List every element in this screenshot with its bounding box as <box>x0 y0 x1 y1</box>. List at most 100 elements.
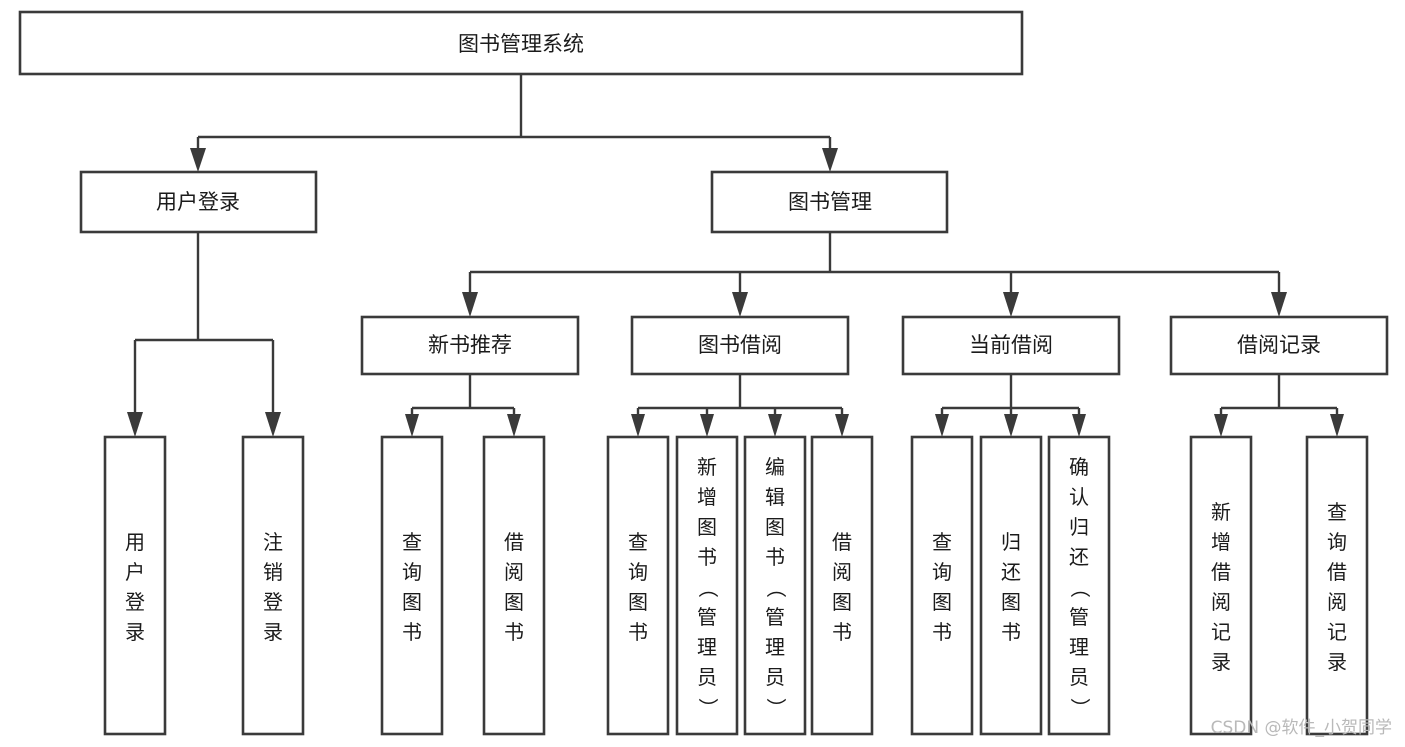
node-leaf-query-book-2[interactable] <box>606 435 670 736</box>
node-current-borrow[interactable]: 当前借阅 <box>901 315 1121 376</box>
arrow-head-icon <box>1003 292 1019 317</box>
vertical-char: 增 <box>1211 530 1231 554</box>
vertical-char: 记 <box>1211 620 1231 644</box>
vertical-char: 认 <box>1069 485 1089 509</box>
arrow-head-icon <box>1330 414 1344 437</box>
vertical-char: 员 <box>697 665 717 689</box>
node-leaf-return-book[interactable] <box>979 435 1043 736</box>
node-leaf-edit-book-box[interactable] <box>743 435 807 736</box>
arrow-head-icon <box>631 414 645 437</box>
vertical-char: 询 <box>932 560 952 584</box>
node-user-login-label: 用户登录 <box>156 190 240 214</box>
vertical-char: （ <box>764 578 788 598</box>
node-leaf-add-book-box[interactable] <box>675 435 739 736</box>
vertical-char: ） <box>696 698 720 718</box>
arrow-head-icon <box>732 292 748 317</box>
vertical-char: 图 <box>832 590 852 614</box>
node-leaf-query-record-box[interactable] <box>1305 435 1369 736</box>
node-root-box[interactable] <box>18 10 1024 76</box>
node-root[interactable]: 图书管理系统 <box>18 10 1024 76</box>
node-new-book-rec[interactable]: 新书推荐 <box>360 315 580 376</box>
vertical-char: （ <box>696 578 720 598</box>
node-book-borrow-label: 图书借阅 <box>698 333 782 357</box>
node-user-login-box[interactable] <box>79 170 318 234</box>
vertical-char: 查 <box>1327 500 1347 524</box>
vertical-char: 增 <box>697 485 717 509</box>
node-book-borrow-box[interactable] <box>630 315 850 376</box>
node-leaf-borrow-book-1-box[interactable] <box>482 435 546 736</box>
vertical-char: 查 <box>628 530 648 554</box>
node-leaf-query-book-3-box[interactable] <box>910 435 974 736</box>
vertical-char: 借 <box>1211 560 1231 584</box>
node-book-manage[interactable]: 图书管理 <box>710 170 949 234</box>
vertical-char: 确 <box>1069 455 1089 479</box>
node-leaf-query-book-3[interactable] <box>910 435 974 736</box>
arrow-head-icon <box>1072 414 1086 437</box>
node-leaf-user-login-box[interactable] <box>103 435 167 736</box>
arrow-head-icon <box>507 414 521 437</box>
vertical-char: 阅 <box>1327 590 1347 614</box>
leaf-label-layer: 用户登录注销登录查询图书借阅图书查询图书新增图书（管理员）编辑图书（管理员）借阅… <box>125 455 1347 718</box>
node-leaf-borrow-book-1[interactable] <box>482 435 546 736</box>
node-leaf-query-book-2-box[interactable] <box>606 435 670 736</box>
vertical-char: 借 <box>832 530 852 554</box>
vertical-char: 录 <box>263 620 283 644</box>
vertical-char: 图 <box>402 590 422 614</box>
node-leaf-confirm-return[interactable] <box>1047 435 1111 736</box>
vertical-char: 管 <box>1069 605 1089 629</box>
node-user-login[interactable]: 用户登录 <box>79 170 318 234</box>
vertical-char: 管 <box>697 605 717 629</box>
vertical-char: 阅 <box>1211 590 1231 614</box>
vertical-char: 借 <box>1327 560 1347 584</box>
arrow-head-icon <box>265 412 281 437</box>
vertical-char: 新 <box>697 455 717 479</box>
vertical-char: 书 <box>628 620 648 644</box>
arrow-head-icon <box>835 414 849 437</box>
node-leaf-return-book-box[interactable] <box>979 435 1043 736</box>
node-leaf-add-record[interactable] <box>1189 435 1253 736</box>
node-leaf-query-book-1[interactable] <box>380 435 444 736</box>
vertical-char: 新 <box>1211 500 1231 524</box>
node-leaf-borrow-book-2[interactable] <box>810 435 874 736</box>
node-borrow-record[interactable]: 借阅记录 <box>1169 315 1389 376</box>
vertical-char: 员 <box>1069 665 1089 689</box>
node-leaf-edit-book[interactable] <box>743 435 807 736</box>
node-leaf-query-record[interactable] <box>1305 435 1369 736</box>
node-new-book-rec-label: 新书推荐 <box>428 333 512 357</box>
node-leaf-add-book[interactable] <box>675 435 739 736</box>
vertical-char: 书 <box>932 620 952 644</box>
node-leaf-user-logout-box[interactable] <box>241 435 305 736</box>
node-leaf-query-book-1-box[interactable] <box>380 435 444 736</box>
arrow-head-icon <box>935 414 949 437</box>
node-leaf-user-login[interactable] <box>103 435 167 736</box>
vertical-char: 查 <box>402 530 422 554</box>
node-book-manage-box[interactable] <box>710 170 949 234</box>
node-leaf-borrow-book-2-box[interactable] <box>810 435 874 736</box>
vertical-char: 员 <box>765 665 785 689</box>
node-book-borrow[interactable]: 图书借阅 <box>630 315 850 376</box>
vertical-char: 录 <box>1211 650 1231 674</box>
vertical-char: 登 <box>125 590 145 614</box>
node-borrow-record-label: 借阅记录 <box>1237 333 1321 357</box>
vertical-char: 阅 <box>832 560 852 584</box>
node-new-book-rec-box[interactable] <box>360 315 580 376</box>
vertical-char: 登 <box>263 590 283 614</box>
vertical-char: 书 <box>697 545 717 569</box>
vertical-char: 销 <box>263 560 283 584</box>
vertical-char: 图 <box>697 515 717 539</box>
node-leaf-confirm-return-box[interactable] <box>1047 435 1111 736</box>
arrow-head-icon <box>1004 414 1018 437</box>
arrow-head-icon <box>1271 292 1287 317</box>
node-current-borrow-box[interactable] <box>901 315 1121 376</box>
vertical-char: ） <box>1068 698 1092 718</box>
vertical-char: 理 <box>1069 635 1089 659</box>
vertical-char: 户 <box>125 560 145 584</box>
node-leaf-user-logout[interactable] <box>241 435 305 736</box>
vertical-char: 图 <box>932 590 952 614</box>
node-leaf-add-record-box[interactable] <box>1189 435 1253 736</box>
node-borrow-record-box[interactable] <box>1169 315 1389 376</box>
